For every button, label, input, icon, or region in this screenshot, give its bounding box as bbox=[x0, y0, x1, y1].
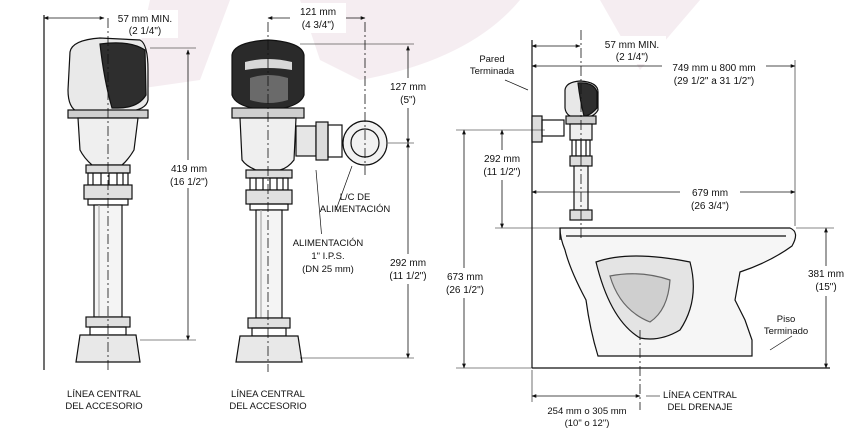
middle-dim-292-in: (11 1/2") bbox=[389, 271, 426, 282]
right-dim-749-mm: 749 mm u 800 mm bbox=[672, 63, 755, 74]
right-view bbox=[531, 30, 830, 410]
floor-label-1: Piso bbox=[777, 314, 795, 325]
supply-label-3: (DN 25 mm) bbox=[302, 264, 354, 275]
left-dim-height-mm: 419 mm bbox=[171, 164, 207, 175]
left-dim-top-mm: 57 mm MIN. bbox=[118, 14, 172, 25]
right-dim-292-mm: 292 mm bbox=[484, 154, 520, 165]
lc-supply-label-2: ALIMENTACIÓN bbox=[320, 204, 391, 215]
middle-dim-127-mm: 127 mm bbox=[390, 82, 426, 93]
floor-label-2: Terminado bbox=[764, 326, 808, 337]
right-dim-673-mm: 673 mm bbox=[447, 272, 483, 283]
left-centerline-label-2: DEL ACCESORIO bbox=[65, 401, 142, 412]
middle-dim-width-in: (4 3/4") bbox=[302, 20, 334, 31]
background-watermark bbox=[130, 0, 700, 90]
right-dim-679-mm: 679 mm bbox=[692, 188, 728, 199]
right-dim-381-in: (15") bbox=[815, 282, 836, 293]
middle-dim-292-mm: 292 mm bbox=[390, 258, 426, 269]
wall-label-2: Terminada bbox=[470, 66, 515, 77]
right-dim-254-in: (10" o 12") bbox=[565, 418, 610, 429]
left-view bbox=[43, 15, 149, 372]
right-dim-57-mm: 57 mm MIN. bbox=[605, 40, 659, 51]
right-dim-254-mm: 254 mm o 305 mm bbox=[547, 406, 626, 417]
middle-dim-127-in: (5") bbox=[400, 95, 416, 106]
supply-label-2: 1" I.P.S. bbox=[311, 251, 344, 262]
left-centerline-label-1: LÍNEA CENTRAL bbox=[67, 389, 141, 400]
drain-label-1: LÍNEA CENTRAL bbox=[663, 390, 737, 401]
middle-centerline-label-1: LÍNEA CENTRAL bbox=[231, 389, 305, 400]
right-dim-673-in: (26 1/2") bbox=[446, 285, 484, 296]
right-dim-679-in: (26 3/4") bbox=[691, 201, 729, 212]
middle-view bbox=[231, 22, 388, 372]
left-dim-height-in: (16 1/2") bbox=[170, 177, 208, 188]
right-dim-749-in: (29 1/2" a 31 1/2") bbox=[674, 76, 754, 87]
right-dim-381-mm: 381 mm bbox=[808, 269, 844, 280]
left-dims bbox=[43, 16, 196, 341]
right-dim-292-in: (11 1/2") bbox=[483, 167, 520, 178]
supply-label-1: ALIMENTACIÓN bbox=[293, 238, 364, 249]
middle-dim-width-mm: 121 mm bbox=[300, 7, 336, 18]
middle-centerline-label-2: DEL ACCESORIO bbox=[229, 401, 306, 412]
drain-label-2: DEL DRENAJE bbox=[667, 402, 732, 413]
right-dim-57-in: (2 1/4") bbox=[616, 52, 648, 63]
lc-supply-label-1: L/C DE bbox=[340, 192, 371, 203]
wall-label-1: Pared bbox=[479, 54, 504, 65]
left-dim-top-in: (2 1/4") bbox=[129, 26, 161, 37]
